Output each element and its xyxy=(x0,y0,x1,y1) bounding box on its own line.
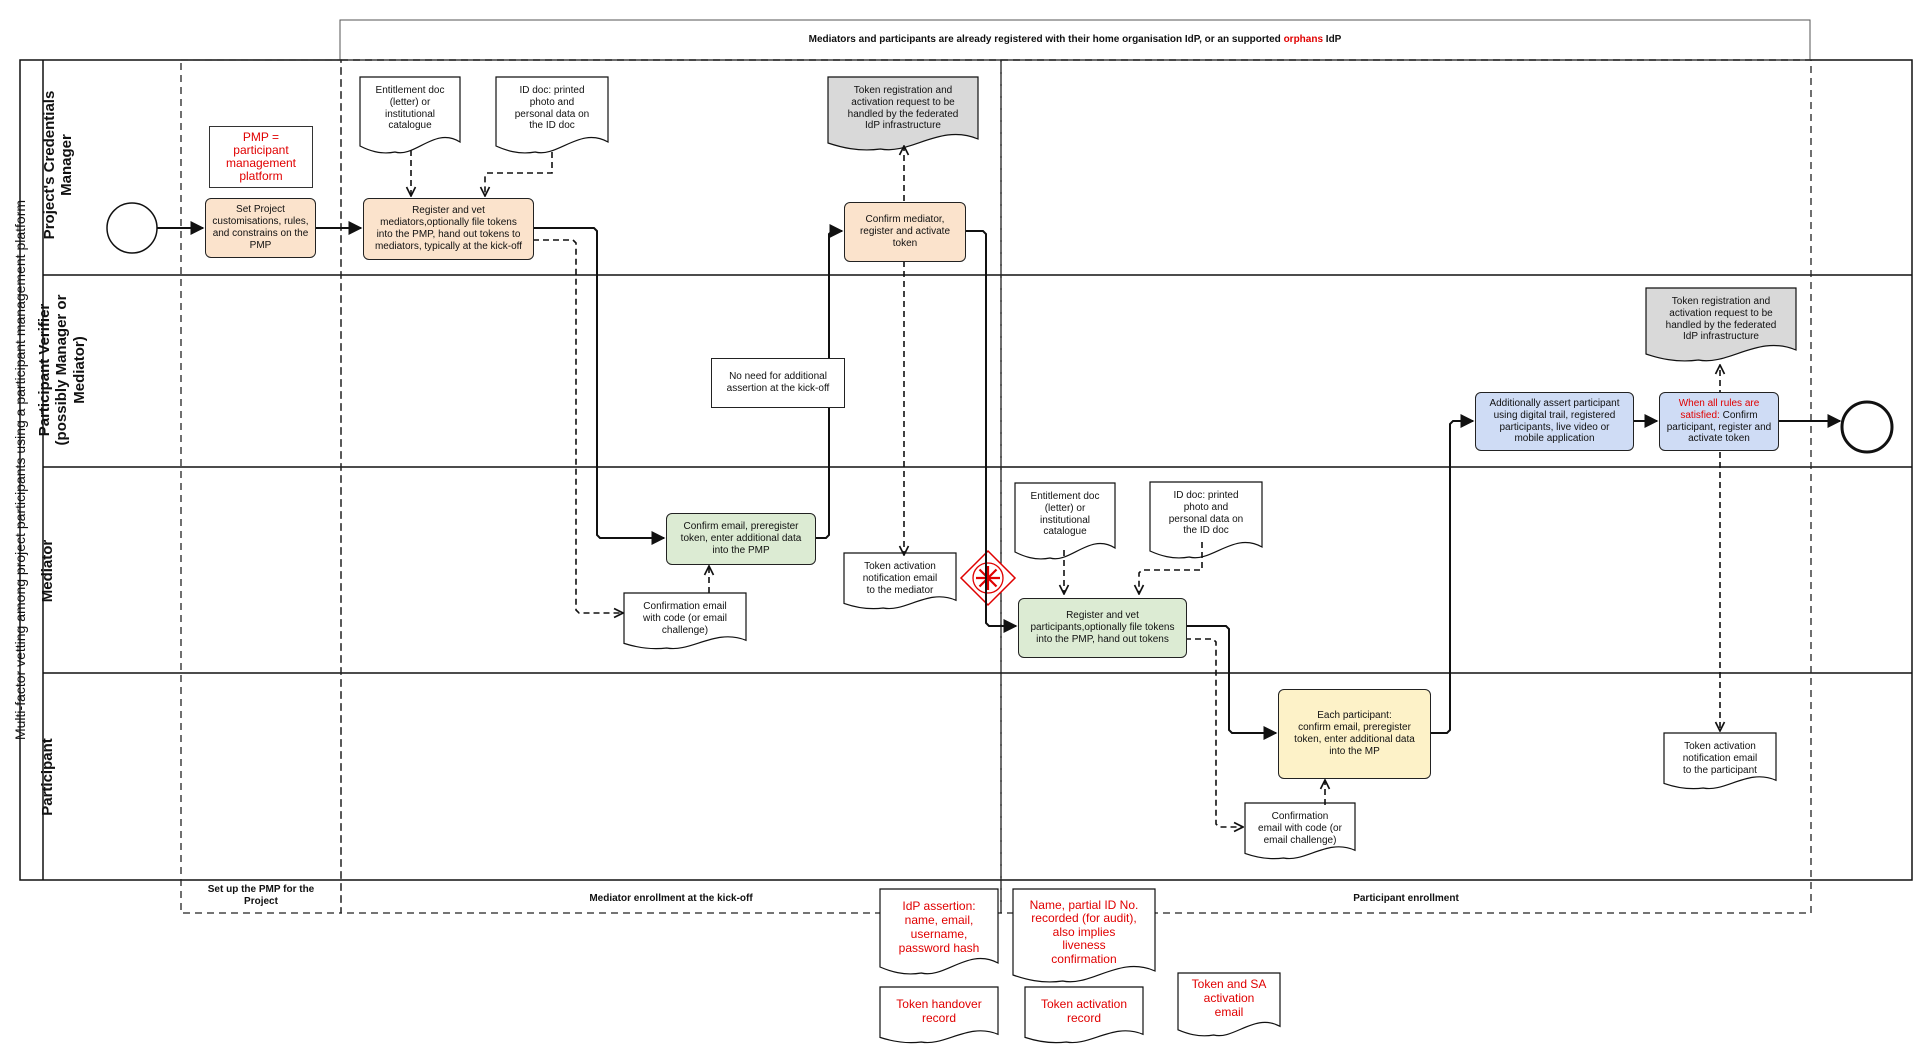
doc-token-registration-mediator: Token registration and activation reques… xyxy=(847,85,959,132)
doc-shape-token-registration-mediator xyxy=(827,76,979,151)
task-register-participants[interactable]: Register and vet participants,optionally… xyxy=(1018,598,1187,658)
document-shapes xyxy=(359,76,1797,1044)
banner-text-prefix: Mediators and participants are already r… xyxy=(808,34,1284,45)
doc-shape-token-activation-mediator xyxy=(843,552,957,610)
multiple-event-gateway-icon xyxy=(959,549,1017,607)
task-confirm-participant[interactable]: When all rules are satisfied: Confirm pa… xyxy=(1659,392,1779,451)
doc-token-activation-mediator: Token activation notification email to t… xyxy=(862,561,938,596)
task-confirm-mediator[interactable]: Confirm mediator, register and activate … xyxy=(844,202,966,262)
data-associations xyxy=(411,146,1720,827)
doc-token-registration-participant: Token registration and activation reques… xyxy=(1665,296,1777,343)
doc-shape-confirmation-email-mediator xyxy=(623,592,747,650)
phase-label-participant-enrollment: Participant enrollment xyxy=(1353,893,1459,904)
end-event-icon xyxy=(1840,400,1894,454)
doc-token-activation-participant: Token activation notification email to t… xyxy=(1682,741,1758,776)
lane-label-participant-verifier: Participant Verifier (possibly Manager o… xyxy=(36,294,88,446)
sequence-flows xyxy=(157,221,1842,740)
banner-text-highlight: orphans xyxy=(1283,34,1324,45)
lane-label-credentials-manager: Project's Credentials Manager xyxy=(40,90,75,240)
task-participant-confirm-email[interactable]: Each participant: confirm email, preregi… xyxy=(1278,689,1431,779)
task-register-mediators[interactable]: Register and vet mediators,optionally fi… xyxy=(363,198,534,260)
doc-id-mediator: ID doc: printed photo and personal data … xyxy=(514,85,590,132)
doc-shape-entitlement-participant xyxy=(1014,482,1116,560)
legend-name-partial-id: Name, partial ID No. recorded (for audit… xyxy=(1029,898,1139,966)
legend-token-handover: Token handover record xyxy=(896,997,982,1026)
legend-shape-token-activation-record xyxy=(1024,986,1144,1044)
legend-shape-token-handover xyxy=(879,986,999,1044)
doc-entitlement-participant: Entitlement doc (letter) or institutiona… xyxy=(1030,491,1100,538)
registration-banner: Mediators and participants are already r… xyxy=(340,34,1810,45)
kickoff-annotation: No need for additional assertion at the … xyxy=(711,358,845,408)
doc-shape-token-registration-participant xyxy=(1645,287,1797,362)
start-event-icon xyxy=(106,202,158,254)
confirm-participant-condition: When all rules are satisfied: xyxy=(1678,397,1760,421)
task-mediator-confirm-email[interactable]: Confirm email, preregister token, enter … xyxy=(666,513,816,565)
lane-label-mediator: Mediator xyxy=(39,539,57,603)
doc-confirmation-email-participant: Confirmation email with code (or email c… xyxy=(1258,811,1342,846)
confirm-participant-action: Confirm participant, register and activa… xyxy=(1666,409,1772,445)
pmp-definition-note: PMP = participant management platform xyxy=(209,126,313,188)
task-assert-participant[interactable]: Additionally assert participant using di… xyxy=(1475,392,1634,451)
lane-label-participant: Participant xyxy=(39,738,57,816)
legend-idp-assertion: IdP assertion: name, email, username, pa… xyxy=(898,899,980,956)
doc-shape-token-activation-participant xyxy=(1663,732,1777,790)
legend-shape-token-sa-email xyxy=(1177,972,1281,1037)
banner-text-suffix: IdP xyxy=(1323,34,1342,45)
legend-shape-name-partial-id xyxy=(1012,888,1156,983)
phase-label-setup: Set up the PMP for the Project xyxy=(207,884,315,907)
pool-label: Multi-factor vetting among project parti… xyxy=(12,199,28,741)
legend-token-activation-record: Token activation record xyxy=(1040,997,1128,1026)
doc-confirmation-email-mediator: Confirmation email with code (or email c… xyxy=(643,601,727,636)
doc-shape-confirmation-email-participant xyxy=(1244,802,1356,860)
legend-token-sa-email: Token and SA activation email xyxy=(1191,977,1267,1020)
legend-shape-idp-assertion xyxy=(879,888,999,975)
doc-shape-id-participant xyxy=(1149,481,1263,559)
doc-shape-entitlement-mediator xyxy=(359,76,461,154)
doc-entitlement-mediator: Entitlement doc (letter) or institutiona… xyxy=(375,85,445,132)
doc-id-participant: ID doc: printed photo and personal data … xyxy=(1168,490,1244,537)
task-set-project-customisations[interactable]: Set Project customisations, rules, and c… xyxy=(205,198,316,258)
phase-label-mediator-enrollment: Mediator enrollment at the kick-off xyxy=(589,893,753,904)
phase-groups xyxy=(180,59,1812,914)
doc-shape-id-mediator xyxy=(495,76,609,154)
